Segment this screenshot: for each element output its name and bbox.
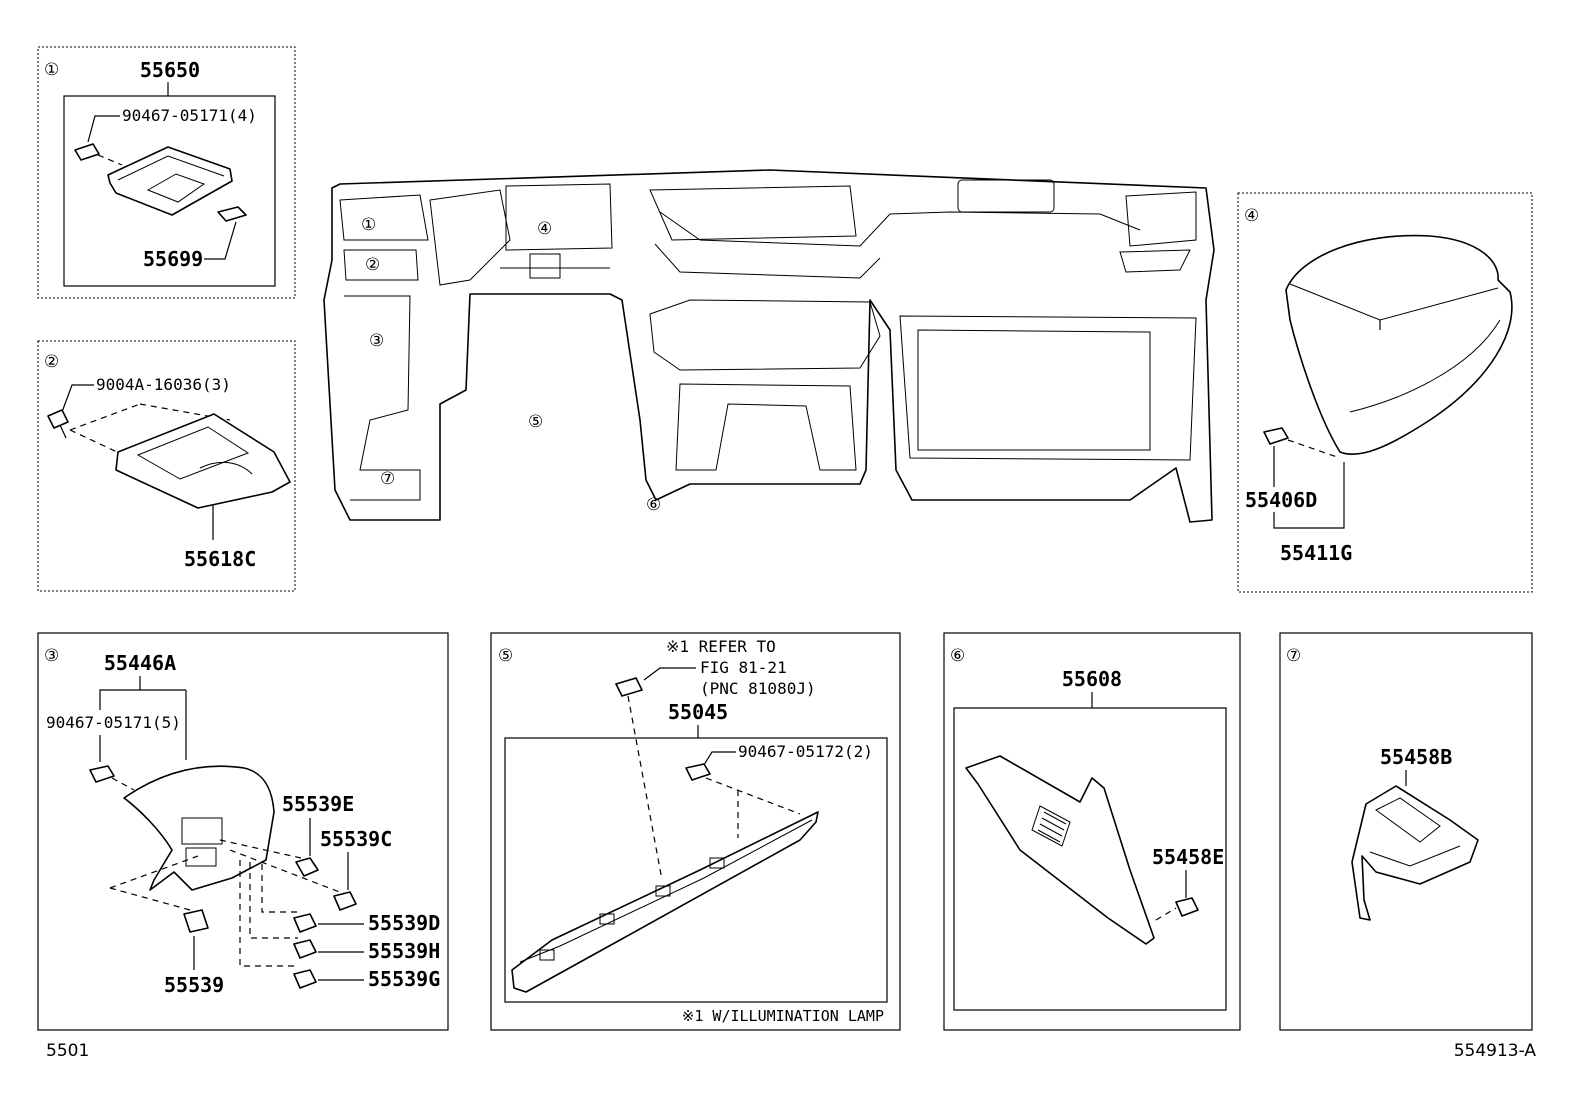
- panel-5-footnote: ※1 W/ILLUMINATION LAMP: [682, 1007, 884, 1025]
- switch-h-part-number: 55539H: [368, 939, 440, 963]
- panel-6-index: ⑥: [950, 646, 965, 666]
- panel-7: ⑦ 55458B: [1279, 632, 1533, 1031]
- page-code: 5501: [46, 1041, 89, 1061]
- panel-6-assembly-box: [953, 707, 1227, 1011]
- airbag-cover-icon: [1285, 234, 1513, 456]
- panel-1-frame: [37, 46, 296, 299]
- panel-5-clip-number: 90467-05172(2): [738, 742, 873, 761]
- panel-7-part-number: 55458B: [1380, 745, 1452, 769]
- panel-4-frame: [1237, 192, 1533, 593]
- panel-1-assembly-number: 55650: [140, 58, 200, 82]
- dashboard-outline: [323, 169, 1215, 523]
- panel-7-index: ⑦: [1286, 646, 1301, 666]
- panel-5-note-line-1: ※1 REFER TO: [666, 637, 776, 656]
- panel-6-frame: [943, 632, 1241, 1031]
- screw-icon: [47, 409, 69, 429]
- panel-2-clip-number: 9004A-16036(3): [96, 375, 231, 394]
- switch-h-icon: [293, 939, 317, 959]
- vent-bezel-icon: [107, 146, 233, 216]
- illumination-lamp-icon: [615, 677, 643, 697]
- panel-3-assembly-number: 55446A: [104, 651, 176, 675]
- panel-1-assembly-box: [63, 95, 276, 287]
- figure-code: 554913-A: [1454, 1041, 1537, 1061]
- glove-box-door-icon: [511, 811, 819, 993]
- clip-icon: [1175, 897, 1199, 917]
- dashboard-callout-6: ⑥: [646, 495, 661, 515]
- panel-6-assembly-number: 55608: [1062, 667, 1122, 691]
- switch-base-icon: [183, 909, 209, 933]
- dashboard-callout-3: ③: [369, 331, 384, 351]
- cup-holder-icon: [115, 413, 291, 509]
- switch-d-icon: [293, 913, 317, 933]
- panel-5-assembly-number: 55045: [668, 700, 728, 724]
- instrument-panel: ① ② ③ ④ ⑤ ⑥ ⑦: [323, 169, 1215, 523]
- clip-icon: [685, 763, 711, 781]
- panel-6-part-number: 55458E: [1152, 845, 1224, 869]
- panel-4-index: ④: [1244, 206, 1259, 226]
- panel-3-index: ③: [44, 646, 59, 666]
- dashboard-callout-5: ⑤: [528, 412, 543, 432]
- clip-icon: [74, 143, 100, 161]
- dashboard-callout-7: ⑦: [380, 469, 395, 489]
- panel-2-index: ②: [44, 352, 59, 372]
- panel-1-clip-number: 90467-05171(4): [122, 106, 257, 125]
- panel-7-frame: [1279, 632, 1533, 1031]
- panel-3-frame: [37, 632, 449, 1031]
- panel-4-part-b-number: 55411G: [1280, 541, 1352, 565]
- panel-2-part-number: 55618C: [184, 547, 256, 571]
- switch-e-part-number: 55539E: [282, 792, 354, 816]
- switch-e-icon: [295, 857, 319, 877]
- clip-icon: [1263, 427, 1289, 445]
- clip-icon: [89, 765, 115, 783]
- panel-5-index: ⑤: [498, 646, 513, 666]
- panel-3: ③ 55446A 90467-05171(5) 55539E 55539C 55: [37, 632, 449, 1031]
- panel-5: ⑤ ※1 REFER TO FIG 81-21 (PNC 81080J) 550…: [490, 632, 901, 1031]
- switch-base-part-number: 55539: [164, 973, 224, 997]
- switch-g-part-number: 55539G: [368, 967, 440, 991]
- panel-2: ② 9004A-16036(3) 55618C: [37, 340, 296, 592]
- panel-4-part-a-number: 55406D: [1245, 488, 1317, 512]
- switch-d-part-number: 55539D: [368, 911, 440, 935]
- panel-1: ① 55650 90467-05171(4) 55699: [37, 46, 296, 299]
- dashboard-callout-1: ①: [361, 215, 376, 235]
- small-part-icon: [217, 206, 247, 222]
- panel-5-note-line-2: FIG 81-21: [700, 658, 787, 677]
- panel-5-note-line-3: (PNC 81080J): [700, 679, 816, 698]
- switch-c-icon: [333, 891, 357, 911]
- dashboard-callout-4: ④: [537, 219, 552, 239]
- panel-3-clip-number: 90467-05171(5): [46, 713, 181, 732]
- switch-c-part-number: 55539C: [320, 827, 392, 851]
- switch-g-icon: [293, 969, 317, 989]
- panel-4: ④ 55406D 55411G: [1237, 192, 1533, 593]
- dashboard-callout-2: ②: [365, 255, 380, 275]
- panel-1-part-number: 55699: [143, 247, 203, 271]
- side-panel-icon: [965, 755, 1155, 945]
- panel-1-index: ①: [44, 60, 59, 80]
- panel-5-assembly-box: [504, 737, 888, 1003]
- lower-panel-icon: [123, 765, 275, 891]
- panel-5-frame: [490, 632, 901, 1031]
- bracket-icon: [1351, 785, 1479, 921]
- panel-6: ⑥ 55608 55458E: [943, 632, 1241, 1031]
- panel-2-frame: [37, 340, 296, 592]
